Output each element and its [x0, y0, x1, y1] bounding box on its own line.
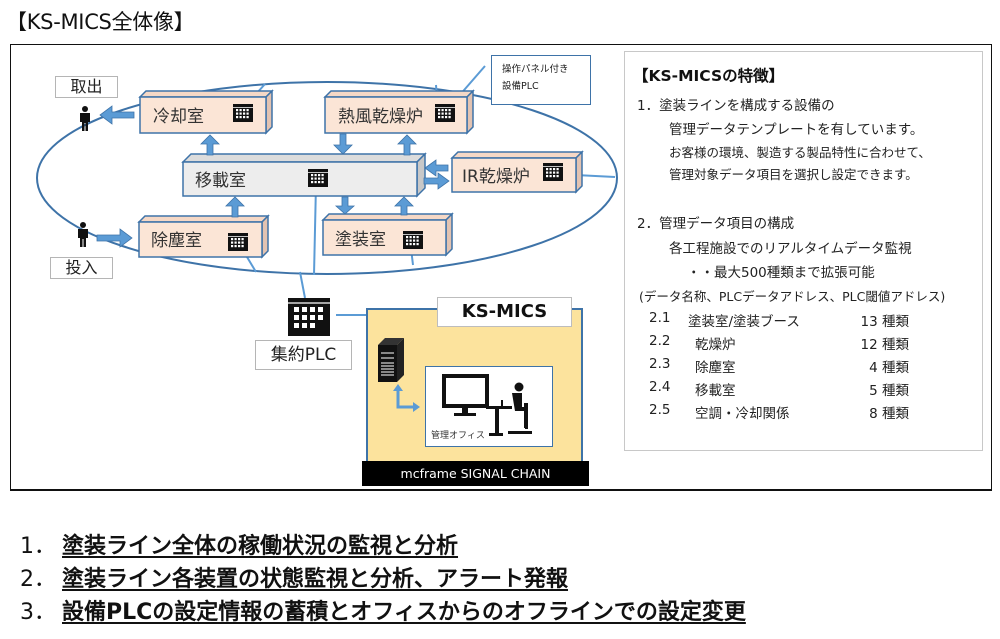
room-transfer [181, 152, 427, 198]
summary-item-number: 3． [20, 600, 56, 625]
room-cooling [138, 89, 274, 135]
item-number: 2.2 [649, 333, 671, 349]
data-item-row: 2.2 乾燥炉 12 種類 [649, 333, 909, 353]
exit-label: 取出 [55, 76, 118, 98]
item-count: 4 種類 [869, 360, 909, 376]
summary-item-number: 2． [20, 567, 56, 592]
feature2-line2: 各工程施設でのリアルタイムデータ監視 [669, 241, 912, 257]
entry-label: 投入 [50, 257, 113, 279]
page-title: 【KS-MICS全体像】 [6, 10, 195, 34]
item-count: 12 種類 [860, 337, 909, 353]
panel-plc-note: 操作パネル付き 設備PLC [491, 55, 591, 105]
panel-plc-note-line1: 操作パネル付き [502, 64, 569, 75]
office-label: 管理オフィス [431, 431, 485, 441]
item-number: 2.1 [649, 310, 671, 326]
feature1-line4: 管理対象データ項目を選択し設定できます。 [669, 167, 918, 182]
summary-item: 2．塗装ライン各装置の状態監視と分析、アラート発報 [20, 561, 568, 593]
feature1-line2: 管理データテンプレートを有しています。 [669, 122, 924, 138]
room-ir-oven [450, 150, 584, 194]
summary-item-text: 塗装ライン全体の稼働状況の監視と分析 [62, 534, 459, 559]
feature2-line4: (データ名称、PLCデータアドレス、PLC閾値アドレス) [639, 289, 946, 304]
room-dust-removal [137, 214, 270, 259]
item-name: 移載室 [695, 383, 736, 399]
summary-item-number: 1． [20, 534, 56, 559]
item-count: 13 種類 [860, 314, 909, 330]
signal-chain-bar: mcframe SIGNAL CHAIN [362, 461, 589, 486]
panel-plc-note-line2: 設備PLC [502, 81, 539, 92]
feature2-heading: 2．管理データ項目の構成 [637, 216, 795, 232]
item-count: 5 種類 [869, 383, 909, 399]
diagram-frame [10, 44, 992, 491]
summary-item: 3．設備PLCの設定情報の蓄積とオフィスからのオフラインでの設定変更 [20, 594, 746, 626]
item-number: 2.4 [649, 379, 671, 395]
item-number: 2.5 [649, 402, 671, 418]
feature2-line3: ・・最大500種類まで拡張可能 [687, 265, 875, 281]
features-title: 【KS-MICSの特徴】 [633, 67, 785, 85]
summary-item: 1．塗装ライン全体の稼働状況の監視と分析 [20, 528, 458, 560]
data-item-row: 2.5 空調・冷却関係 8 種類 [649, 402, 909, 422]
room-painting [321, 212, 454, 257]
item-number: 2.3 [649, 356, 671, 372]
item-name: 空調・冷却関係 [695, 406, 790, 422]
data-item-row: 2.1 塗装室/塗装ブース 13 種類 [649, 310, 909, 330]
ksmics-label: KS-MICS [437, 297, 572, 327]
item-name: 乾燥炉 [695, 337, 736, 353]
features-panel: 【KS-MICSの特徴】 1．塗装ラインを構成する設備の 管理データテンプレート… [624, 51, 983, 451]
room-hot-air-oven [323, 89, 475, 135]
item-count: 8 種類 [869, 406, 909, 422]
summary-item-text: 設備PLCの設定情報の蓄積とオフィスからのオフラインでの設定変更 [62, 600, 746, 625]
data-item-row: 2.4 移載室 5 種類 [649, 379, 909, 399]
feature1-heading: 1．塗装ラインを構成する設備の [637, 98, 835, 114]
summary-item-text: 塗装ライン各装置の状態監視と分析、アラート発報 [62, 567, 569, 592]
feature1-line3: お客様の環境、製造する製品特性に合わせて、 [669, 145, 931, 160]
data-item-row: 2.3 除塵室 4 種類 [649, 356, 909, 376]
aggregate-plc-label: 集約PLC [255, 340, 352, 370]
item-name: 除塵室 [695, 360, 736, 376]
item-name: 塗装室/塗装ブース [688, 314, 800, 330]
